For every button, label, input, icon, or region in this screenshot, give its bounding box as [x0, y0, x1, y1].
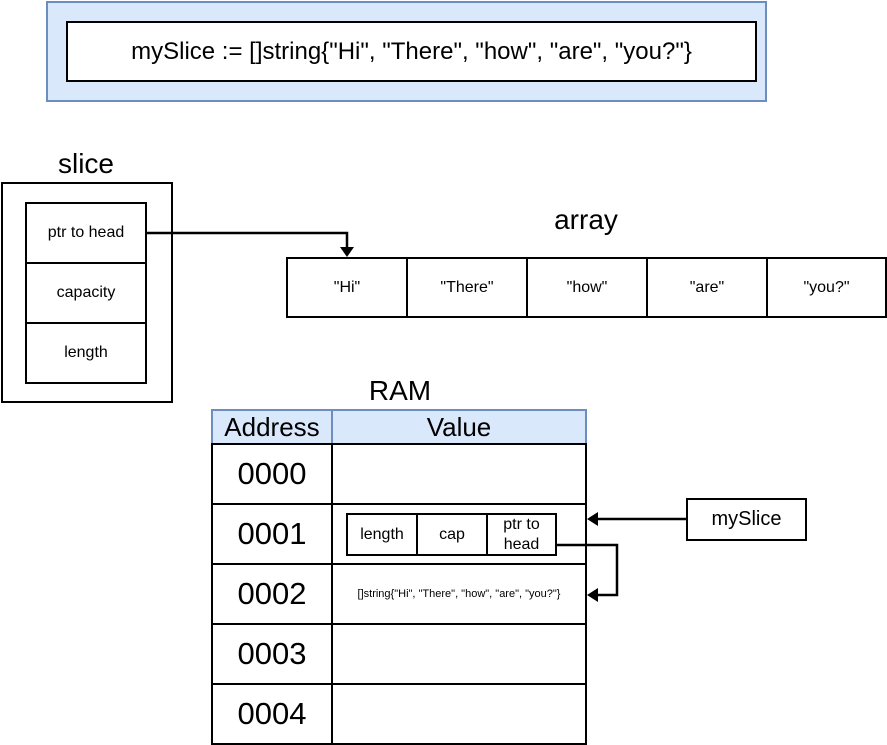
- ram-address-cell: 0003: [211, 623, 333, 685]
- ram-header-value: Value: [331, 409, 587, 445]
- array-title: array: [554, 204, 618, 235]
- ram-address-cell: 0004: [211, 683, 333, 745]
- slice-title: slice: [57, 148, 114, 179]
- myslice-variable: mySlice: [686, 498, 807, 541]
- ram-value-cell: [331, 683, 587, 745]
- ram-slice-ptr-to-head: ptr to head: [486, 513, 557, 556]
- arrowhead: [587, 588, 598, 602]
- slice-field-length: length: [25, 322, 147, 384]
- ptr-to-array-arrow: [147, 231, 349, 250]
- arrowhead: [587, 512, 598, 526]
- slice-container: [1, 182, 173, 403]
- ram-title: RAM: [368, 375, 432, 406]
- ram-ptr-to-array-arrow: [557, 543, 619, 597]
- code-statement: mySlice := []string{"Hi", "There", "how"…: [66, 21, 757, 82]
- ram-header-address: Address: [211, 409, 333, 445]
- arrowhead: [340, 247, 354, 257]
- array-item: "you?": [766, 257, 887, 318]
